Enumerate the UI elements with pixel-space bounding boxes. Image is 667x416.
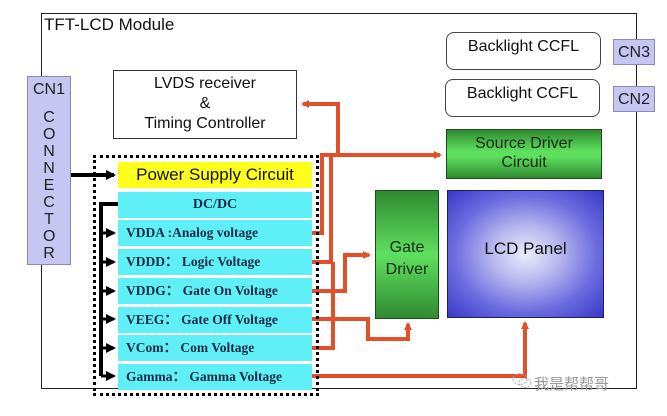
wire-vddg-to-gate — [312, 251, 371, 293]
lvds-line1: LVDS receiver — [154, 75, 256, 92]
lcd-panel-label: LCD Panel — [484, 239, 567, 258]
backlight-ccfl-1: Backlight CCFL — [446, 32, 601, 70]
rail-vdda: VDDA :Analog voltage — [118, 220, 312, 246]
cn1-label: CN1 — [32, 81, 65, 98]
lcd-panel-block: LCD Panel — [447, 190, 604, 318]
backlight-ccfl-2: Backlight CCFL — [445, 79, 600, 117]
wechat-icon — [512, 373, 532, 388]
wire-veeg-to-gate — [312, 317, 412, 341]
rail-veeg: VEEG： Gate Off Voltage — [118, 307, 312, 333]
rail-gamma: Gamma： Gamma Voltage — [118, 364, 312, 390]
source-driver-circuit-block: Source Driver Circuit — [446, 129, 602, 179]
module-title: TFT-LCD Module — [44, 15, 175, 34]
power-supply-circuit-block: Power Supply Circuit — [118, 162, 312, 188]
cn3-connector: CN3 — [613, 39, 655, 65]
lvds-timing-controller-block: LVDS receiver & Timing Controller — [113, 70, 297, 139]
wire-gamma-to-lcd — [312, 321, 529, 378]
power-section-dotted-border — [93, 155, 319, 396]
cn1-connector: CN1 CONNECTOR — [27, 76, 71, 265]
rail-vcom: VCom： Com Voltage — [118, 335, 312, 361]
lvds-line3: Timing Controller — [144, 115, 266, 132]
cn2-connector: CN2 — [613, 86, 655, 112]
watermark-text: 我是帮帮哥 — [534, 376, 610, 393]
gate-driver-line1: Gate — [389, 239, 425, 256]
gate-driver-block: Gate Driver — [375, 190, 439, 319]
cn1-connector-text: CONNECTOR — [43, 109, 56, 262]
rail-vddd: VDDD： Logic Voltage — [118, 249, 312, 275]
dcdc-bus-arrows — [101, 228, 116, 381]
gate-driver-line2: Driver — [385, 261, 429, 278]
wire-vcom-bus — [312, 262, 335, 350]
wire-vddd-to-source — [312, 151, 442, 264]
dcdc-block: DC/DC — [118, 192, 312, 218]
rail-vddg: VDDG： Gate On Voltage — [118, 278, 312, 304]
source-driver-line2: Circuit — [501, 154, 547, 171]
lvds-line2: & — [199, 95, 211, 112]
source-driver-line1: Source Driver — [475, 135, 573, 152]
